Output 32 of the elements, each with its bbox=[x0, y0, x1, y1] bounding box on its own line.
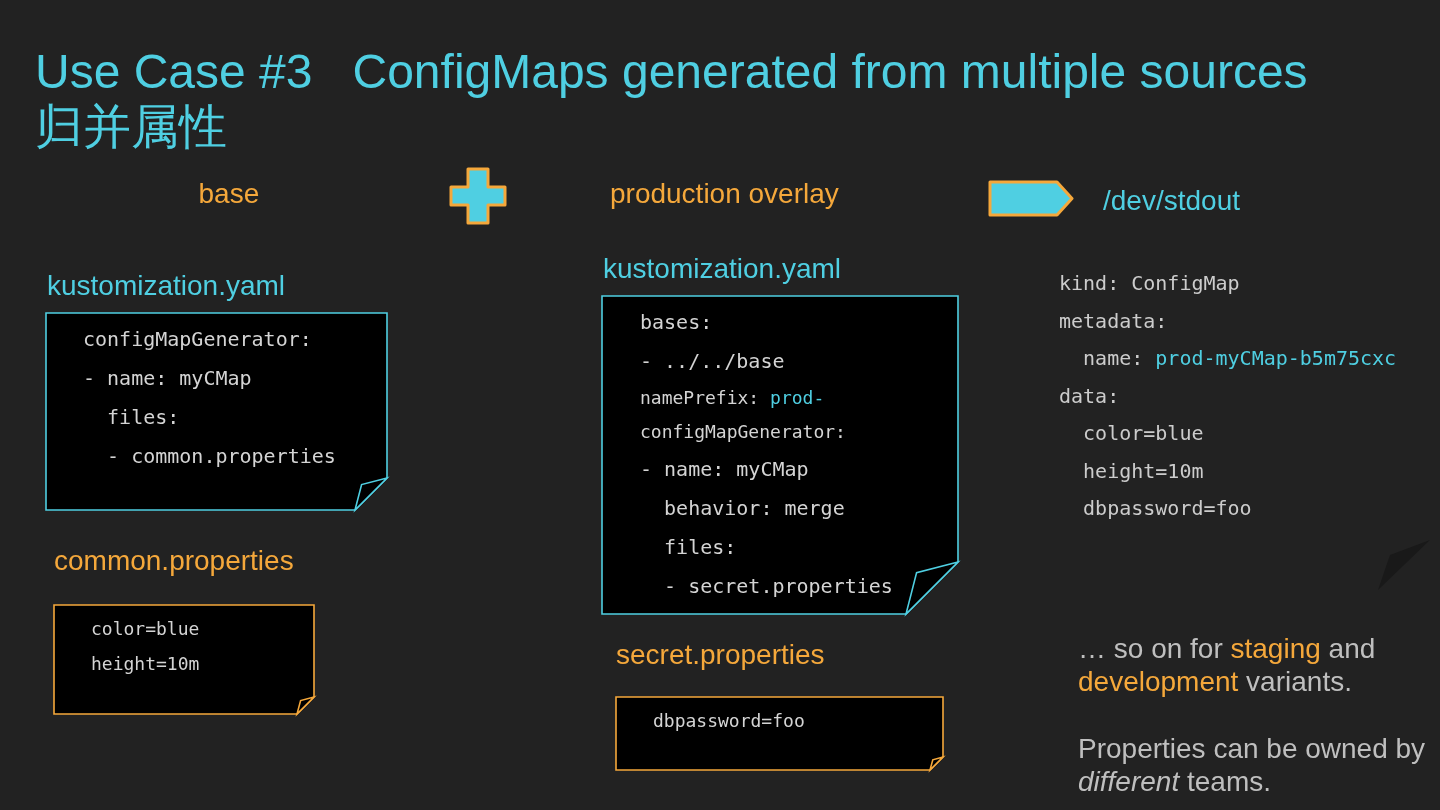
file-name-heading: secret.properties bbox=[616, 639, 825, 671]
file-name-heading: kustomization.yaml bbox=[603, 253, 842, 285]
code-line: data: bbox=[1059, 384, 1120, 408]
code-line: kind: ConfigMap bbox=[1059, 271, 1240, 295]
paragraph: … so on for staging and development variants. bbox=[1078, 631, 1377, 698]
file-name-heading: common.properties bbox=[54, 545, 294, 577]
file-name-heading: kustomization.yaml bbox=[47, 270, 286, 302]
column-heading: production overlay bbox=[610, 178, 839, 210]
code-line: dbpassword=foo bbox=[653, 710, 805, 732]
code-line: name: prod-myCMap-b5m75cxc bbox=[1083, 346, 1397, 370]
code-line: behavior: merge bbox=[664, 496, 845, 520]
code-line: namePrefix: prod- bbox=[640, 387, 825, 409]
code-line: files: bbox=[107, 405, 180, 429]
paragraph: Properties can be owned by different teams. bbox=[1078, 731, 1427, 798]
code-line: color=blue bbox=[91, 618, 200, 640]
code-line: configMapGenerator: bbox=[640, 421, 846, 443]
code-line: height=10m bbox=[1083, 459, 1204, 483]
code-line: dbpassword=foo bbox=[1083, 496, 1252, 520]
code-line: bases: bbox=[640, 310, 713, 334]
code-line: height=10m bbox=[91, 653, 200, 675]
code-line: configMapGenerator: bbox=[83, 327, 312, 351]
code-line: files: bbox=[664, 535, 737, 559]
code-line: - name: myCMap bbox=[640, 457, 809, 481]
slide-title: Use Case #3 ConfigMaps generated from multiple sources 归并属性 bbox=[35, 44, 1309, 154]
column-heading: base bbox=[198, 178, 260, 210]
column-heading: /dev/stdout bbox=[1103, 185, 1240, 217]
code-line: - name: myCMap bbox=[83, 366, 252, 390]
code-line: color=blue bbox=[1083, 421, 1204, 445]
code-line: - common.properties bbox=[107, 444, 336, 468]
code-line: - secret.properties bbox=[664, 574, 893, 598]
code-line: metadata: bbox=[1059, 309, 1168, 333]
code-line: - ../../base bbox=[640, 349, 785, 373]
